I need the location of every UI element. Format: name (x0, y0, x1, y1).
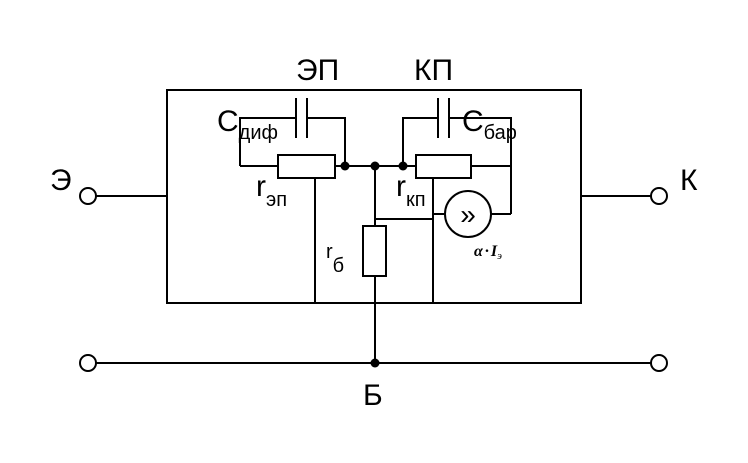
label-collector: К (680, 164, 698, 197)
label-c-bar: Cбар (462, 105, 517, 144)
base-left-terminal (79, 354, 97, 372)
r-ep-resistor (277, 154, 336, 179)
r-kp-resistor (415, 154, 472, 179)
base-right-terminal (650, 354, 668, 372)
label-c-dif: Cдиф (217, 105, 278, 144)
label-r-kp: rкп (396, 170, 426, 211)
current-source-circle (444, 190, 492, 238)
current-source-arrow-icon: » (460, 199, 476, 230)
c-dif-wire (239, 117, 296, 166)
label-r-ep: rэп (256, 170, 287, 211)
label-emitter-junction: ЭП (296, 54, 339, 87)
label-collector-junction: КП (414, 54, 453, 87)
c-bar-wire-left (402, 117, 438, 166)
label-base: Б (363, 379, 383, 412)
label-current-source: α·Iэ (474, 243, 502, 262)
r-b-resistor (362, 225, 387, 277)
emitter-terminal (79, 187, 97, 205)
c-dif-wire-right (307, 117, 346, 166)
node-dot-r-ep (340, 161, 350, 171)
collector-terminal (650, 187, 668, 205)
node-dot-base (370, 358, 380, 368)
node-dot-center (370, 161, 380, 171)
node-dot-r-kp (398, 161, 408, 171)
label-r-b: rб (326, 241, 344, 277)
label-emitter: Э (50, 164, 72, 197)
c-bar-wire-right (449, 117, 512, 214)
